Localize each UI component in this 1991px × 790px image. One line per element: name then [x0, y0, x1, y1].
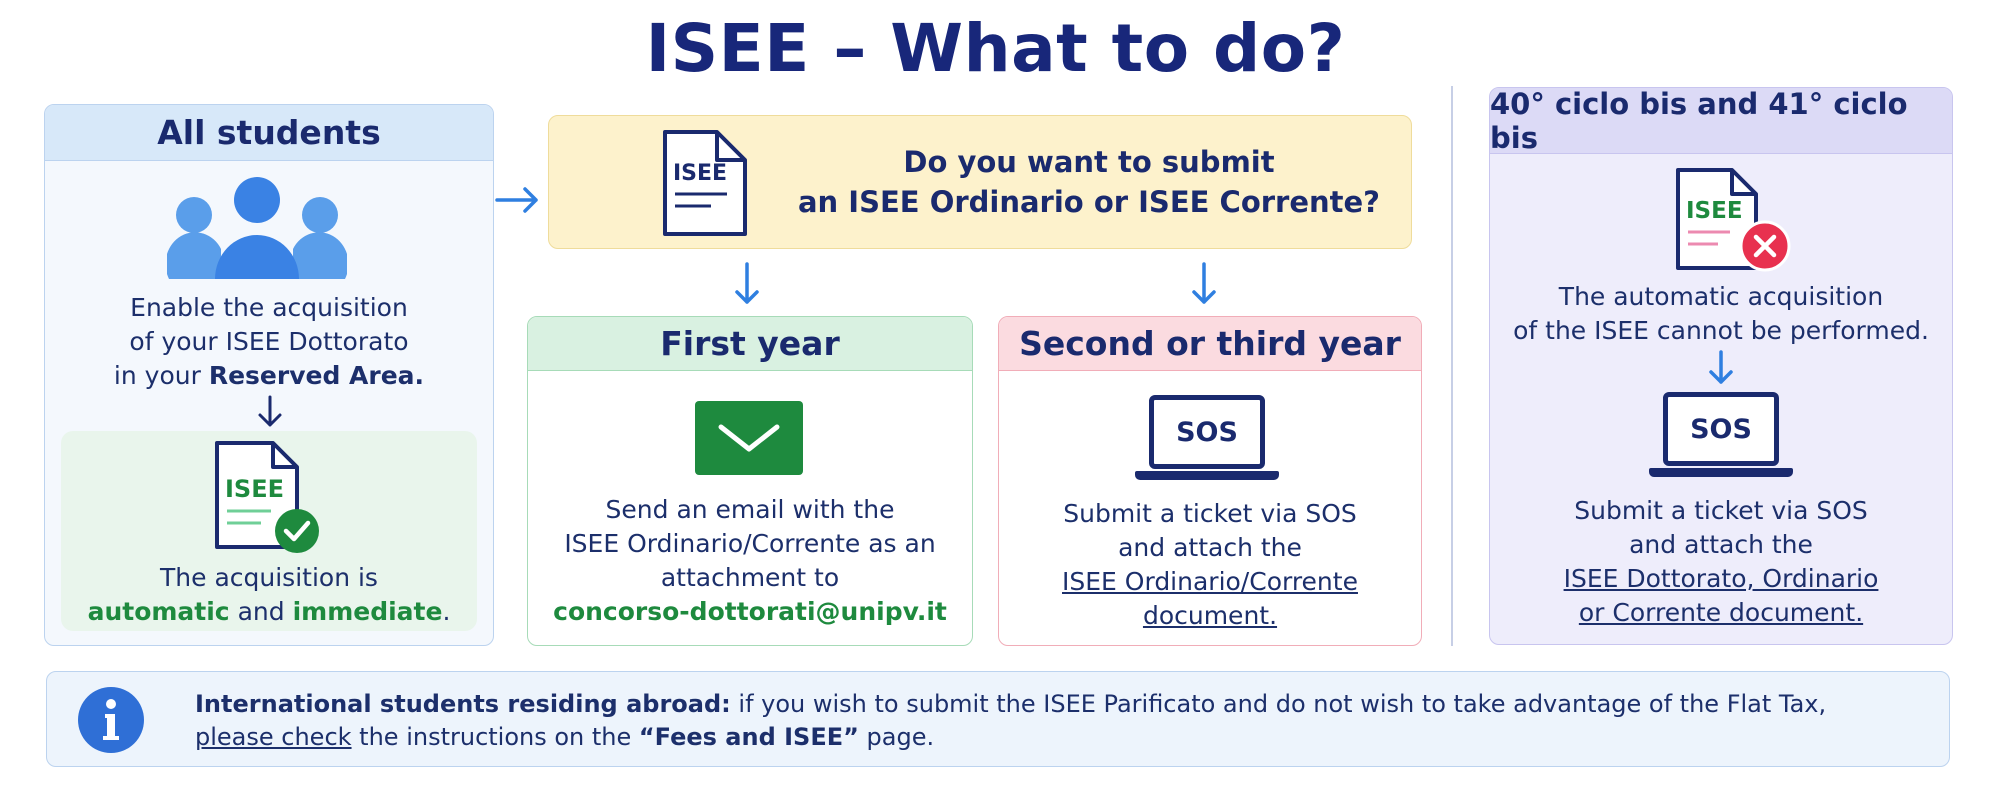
- question-panel: ISEE Do you want to submit an ISEE Ordin…: [548, 115, 1412, 249]
- ciclo-bis-text-4: and attach the: [1629, 530, 1813, 559]
- all-students-text-1: Enable the acquisition: [130, 293, 408, 322]
- svg-text:ISEE: ISEE: [673, 161, 727, 186]
- second-year-document-link-1[interactable]: ISEE Ordinario/Corrente: [1062, 567, 1358, 596]
- first-year-panel: First year Send an email with the ISEE O…: [527, 316, 973, 646]
- international-students-banner: International students residing abroad: …: [46, 671, 1950, 767]
- sos-laptop-label: SOS: [1149, 395, 1265, 469]
- arrow-right-icon: [495, 187, 538, 213]
- users-group-icon: [167, 177, 347, 279]
- ciclo-bis-text-3: Submit a ticket via SOS: [1574, 496, 1868, 525]
- section-divider: [1451, 86, 1453, 646]
- sos-laptop-icon: SOS: [1135, 395, 1279, 485]
- automatic-label: automatic: [87, 597, 230, 626]
- reserved-area-label: Reserved Area.: [208, 361, 425, 390]
- info-icon: [78, 687, 144, 753]
- ciclo-bis-document-link-1[interactable]: ISEE Dottorato, Ordinario: [1563, 564, 1879, 593]
- ciclo-sos-laptop-label: SOS: [1663, 392, 1779, 466]
- ciclo-bis-text-1: The automatic acquisition: [1558, 282, 1884, 311]
- ciclo-bis-panel: 40° ciclo bis and 41° ciclo bis ISEE The…: [1489, 87, 1953, 645]
- page-title: ISEE – What to do?: [645, 10, 1346, 87]
- all-students-panel: All students Enable the acquisition of y…: [44, 104, 494, 646]
- email-envelope-icon: [695, 401, 803, 475]
- all-students-heading: All students: [45, 105, 493, 161]
- first-year-text-2: ISEE Ordinario/Corrente as an: [564, 529, 936, 558]
- second-year-text-1: Submit a ticket via SOS: [1063, 499, 1357, 528]
- ciclo-bis-document-link-2[interactable]: or Corrente document.: [1578, 598, 1864, 627]
- email-address-link[interactable]: concorso-dottorati@unipv.it: [553, 597, 947, 626]
- fees-and-isee-page-name: “Fees and ISEE”: [638, 723, 859, 751]
- international-text-2: the instructions on the: [351, 723, 639, 751]
- isee-document-icon: ISEE: [663, 130, 747, 236]
- international-text-3: page.: [858, 723, 935, 751]
- international-text-1: if you wish to submit the ISEE Parificat…: [730, 690, 1827, 718]
- ciclo-bis-heading: 40° ciclo bis and 41° ciclo bis: [1490, 88, 1952, 155]
- question-line-1: Do you want to submit: [903, 145, 1275, 179]
- question-line-2: an ISEE Ordinario or ISEE Corrente?: [797, 185, 1381, 219]
- acquisition-result-text: The acquisition is: [160, 563, 378, 592]
- all-students-text-2: of your ISEE Dottorato: [129, 327, 409, 356]
- ciclo-sos-laptop-icon: SOS: [1649, 392, 1793, 482]
- first-year-text-3: attachment to: [660, 563, 840, 592]
- first-year-heading: First year: [528, 317, 972, 371]
- please-check-link[interactable]: please check: [195, 723, 352, 751]
- result-and: and: [229, 597, 293, 626]
- second-third-year-heading: Second or third year: [999, 317, 1421, 371]
- automatic-acquisition-box: ISEE The acquisition is automatic and im…: [61, 431, 477, 631]
- immediate-label: immediate: [292, 597, 443, 626]
- first-year-text-1: Send an email with the: [605, 495, 895, 524]
- second-year-text-2: and attach the: [1118, 533, 1302, 562]
- svg-text:ISEE: ISEE: [225, 475, 284, 503]
- svg-text:ISEE: ISEE: [1686, 198, 1743, 224]
- isee-document-error-icon: ISEE: [1676, 168, 1791, 272]
- result-period: .: [442, 597, 451, 626]
- ciclo-bis-text-2: of the ISEE cannot be performed.: [1513, 316, 1929, 345]
- arrow-down-ciclo-icon: [1709, 350, 1733, 384]
- international-lead: International students residing abroad:: [195, 690, 731, 718]
- all-students-text-3: in your: [113, 361, 209, 390]
- arrow-down-second-year-icon: [1192, 262, 1216, 304]
- isee-document-check-icon: ISEE: [215, 441, 319, 553]
- arrow-down-icon: [258, 395, 282, 427]
- second-third-year-panel: Second or third year SOS Submit a ticket…: [998, 316, 1422, 646]
- second-year-document-link-2[interactable]: document.: [1142, 601, 1278, 630]
- arrow-down-first-year-icon: [735, 262, 759, 304]
